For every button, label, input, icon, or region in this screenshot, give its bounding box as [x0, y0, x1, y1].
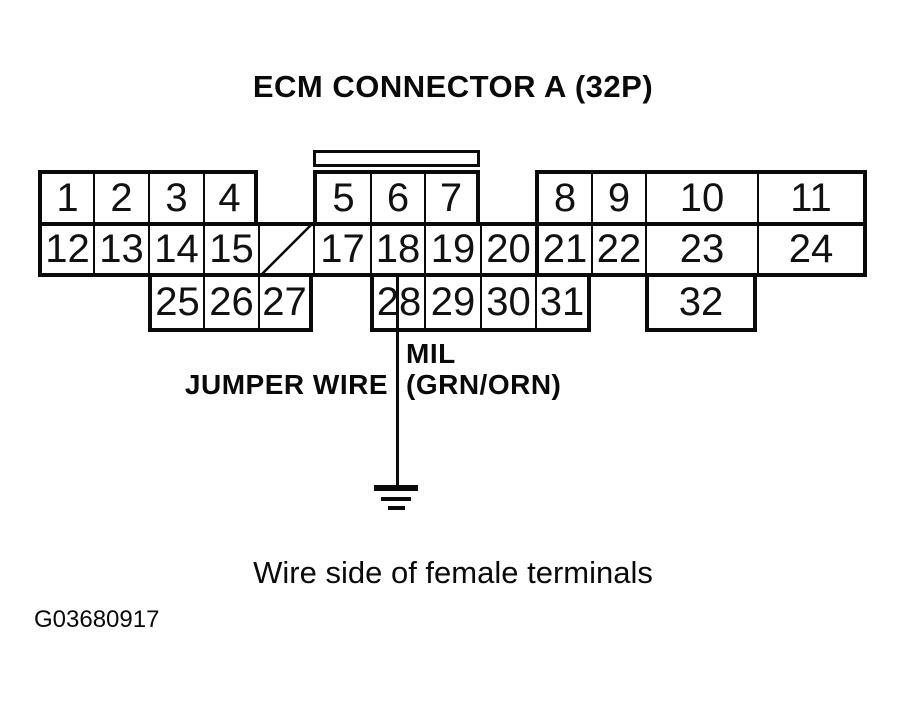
- pin-block-5-7: 5 6 7: [313, 170, 480, 222]
- connector-key-tab: [313, 150, 480, 167]
- pin-cell-6: 6: [370, 174, 424, 222]
- pin-cell-26: 26: [203, 277, 258, 328]
- pin-cell-27: 27: [258, 277, 309, 328]
- pin-block-32: 32: [645, 277, 757, 332]
- pin-cell-9: 9: [591, 174, 645, 222]
- pin-cell-30: 30: [480, 277, 535, 328]
- pin-cell-4: 4: [203, 174, 254, 222]
- pin-cell-16-blocked: [258, 226, 313, 273]
- pin-cell-11: 11: [757, 174, 863, 222]
- pin-cell-20: 20: [480, 226, 535, 273]
- pin-cell-32: 32: [678, 280, 724, 324]
- pin-cell-24: 24: [757, 226, 863, 273]
- diagram-title: ECM CONNECTOR A (32P): [252, 69, 654, 104]
- pin-block-25-27: 25 26 27: [148, 277, 313, 332]
- caption-text: Wire side of female terminals: [253, 555, 653, 590]
- pin-cell-7: 7: [424, 174, 476, 222]
- jumper-wire-label: JUMPER WIRE: [184, 369, 388, 400]
- pin-cell-17: 17: [313, 226, 370, 273]
- mil-label-line2: (GRN/ORN): [406, 369, 562, 400]
- mil-wire-label: MIL (GRN/ORN): [406, 338, 561, 400]
- pin-cell-21: 21: [535, 226, 591, 273]
- pin-cell-22: 22: [591, 226, 645, 273]
- pin-cell-25: 25: [155, 280, 200, 324]
- pin-cell-5: 5: [332, 175, 355, 220]
- pin-cell-15: 15: [203, 226, 258, 273]
- figure-id: G03680917: [34, 606, 160, 633]
- pin-cell-23: 23: [645, 226, 757, 273]
- pin-block-1-4: 1 2 3 4: [38, 170, 258, 222]
- pin-cell-31: 31: [535, 277, 587, 328]
- pin-cell-2: 2: [93, 174, 148, 222]
- pin-block-28-31: 28 29 30 31: [370, 277, 591, 332]
- pin-cell-18: 18: [370, 226, 424, 273]
- ground-icon: [374, 485, 418, 510]
- pin-cell-29: 29: [424, 277, 480, 328]
- pin-cell-1: 1: [56, 175, 79, 220]
- pin-cell-8: 8: [553, 175, 577, 220]
- pin-cell-12: 12: [45, 227, 90, 271]
- pin-cell-28: 28: [376, 280, 422, 324]
- mil-label-line1: MIL: [406, 338, 456, 369]
- pin-cell-13: 13: [93, 226, 148, 273]
- pin-cell-14: 14: [148, 226, 203, 273]
- pin-block-8-11: 8 9 10 11: [535, 170, 867, 222]
- pin-cell-19: 19: [424, 226, 480, 273]
- pin-cell-10: 10: [645, 174, 757, 222]
- pin-cell-3: 3: [148, 174, 203, 222]
- pin-block-12-24: 12 13 14 15 17 18 19 20 21 22 23 24: [38, 222, 867, 277]
